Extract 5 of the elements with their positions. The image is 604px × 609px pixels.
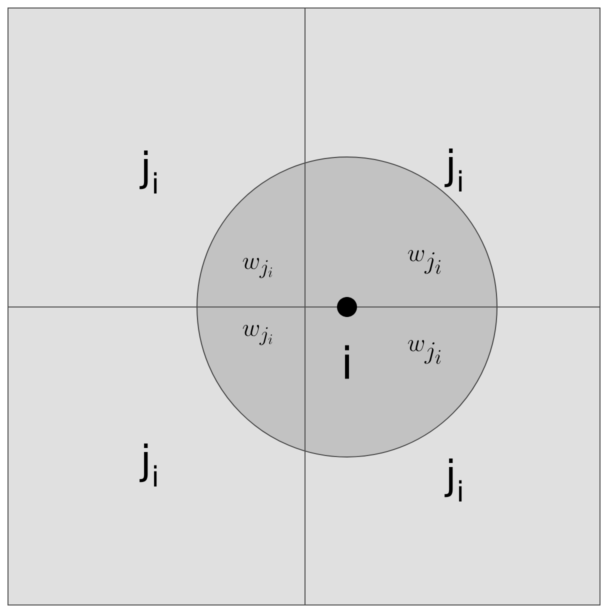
weight-label: $w_{j_i}$	[242, 258, 272, 278]
weight-label: $w_{j_i}$	[408, 340, 441, 364]
weight-label: $w_{j_i}$	[242, 324, 272, 346]
weight-label: $w_{j_i}$	[408, 250, 441, 274]
point-label: i	[345, 345, 349, 379]
